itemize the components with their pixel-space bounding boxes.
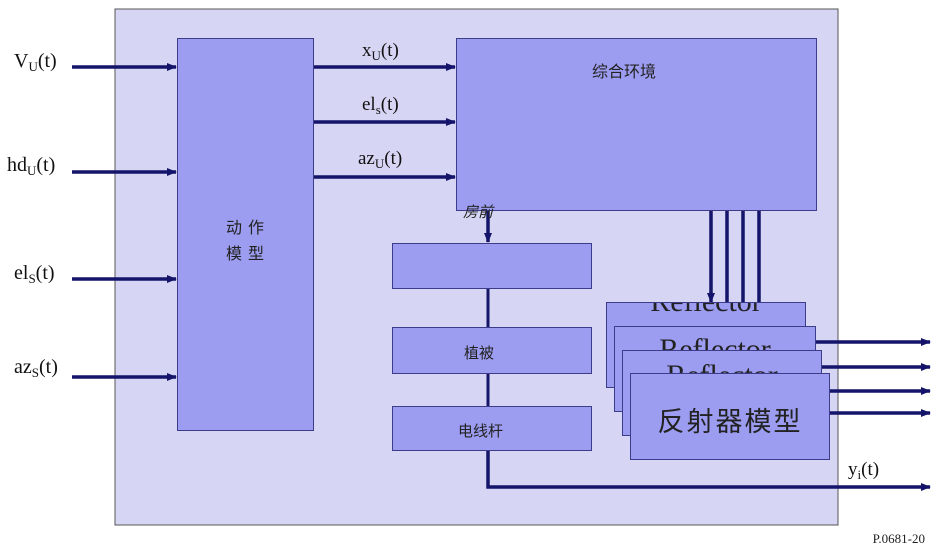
- motion-model-label-2: 模型: [226, 244, 271, 263]
- input-az-label: azS(t): [14, 356, 58, 380]
- reflector-block-front: 反射器模型: [630, 373, 830, 460]
- input-v-label: VU(t): [14, 50, 57, 74]
- input-hd-label: hdU(t): [7, 154, 56, 178]
- pole-block: [392, 406, 592, 451]
- signal-el-label: els(t): [362, 94, 399, 117]
- environment-title: 综合环境: [592, 62, 657, 81]
- house-label: 房前: [463, 203, 494, 221]
- reflector-label-1: Reflector: [607, 303, 805, 319]
- arrow-output: [486, 451, 931, 491]
- vegetation-label: 植被: [464, 344, 495, 362]
- output-label: yi(t): [848, 459, 880, 482]
- motion-model-block: [177, 38, 314, 431]
- signal-x-label: xU(t): [362, 40, 399, 63]
- house-block: [392, 243, 592, 289]
- input-el-label: elS(t): [14, 262, 55, 286]
- vegetation-block: [392, 327, 592, 374]
- figure-id: P.0681-20: [872, 531, 925, 546]
- signal-az-label: azU(t): [358, 148, 403, 171]
- reflector-model-label: 反射器模型: [657, 407, 803, 438]
- environment-block: [456, 38, 817, 211]
- pole-label: 电线杆: [458, 422, 504, 440]
- motion-model-label-1: 动作: [226, 218, 271, 237]
